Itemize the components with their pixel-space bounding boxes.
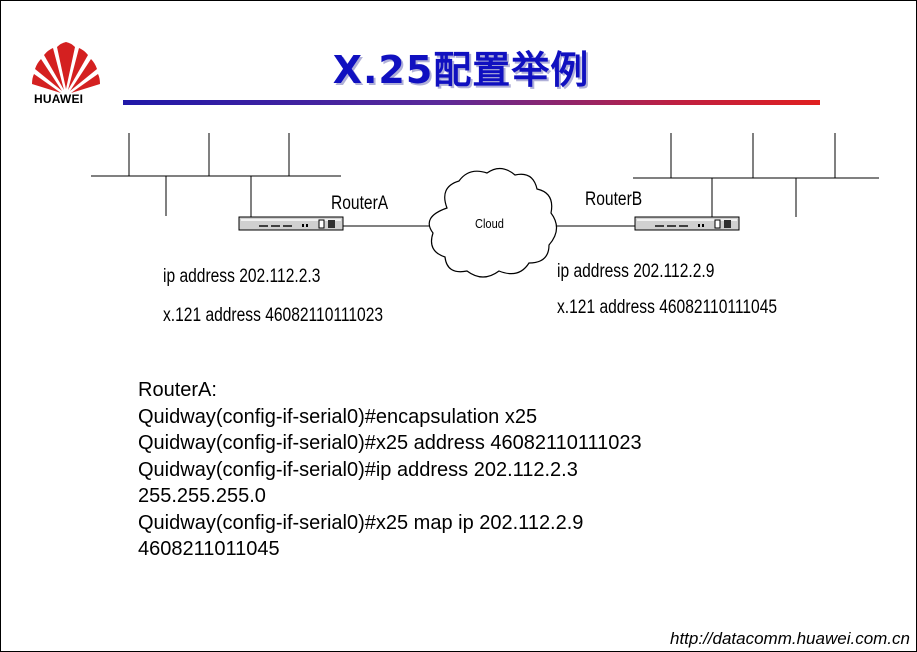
cloud-icon: [428, 167, 558, 278]
page-title: X.25配置举例: [332, 48, 590, 92]
config-block: RouterA: Quidway(config-if-serial0)#enca…: [138, 377, 642, 563]
footer-url: http://datacomm.huawei.com.cn: [669, 629, 910, 648]
title-underline: [123, 100, 820, 105]
config-line: 4608211011045: [138, 538, 280, 560]
router-b-ip: ip address 202.112.2.9: [557, 261, 715, 282]
logo-text: HUAWEI: [34, 92, 84, 106]
router-a-ip: ip address 202.112.2.3: [163, 266, 321, 287]
router-a-icon: [238, 216, 344, 231]
config-heading: RouterA:: [138, 379, 217, 401]
router-b-x121: x.121 address 46082110111045: [557, 297, 778, 318]
router-b-icon: [634, 216, 740, 231]
config-line: Quidway(config-if-serial0)#encapsulation…: [138, 405, 538, 428]
config-line: Quidway(config-if-serial0)#ip address 20…: [138, 458, 578, 481]
config-line: Quidway(config-if-serial0)#x25 address 4…: [138, 432, 642, 454]
router-a-x121: x.121 address 46082110111023: [163, 305, 384, 326]
config-line: Quidway(config-if-serial0)#x25 map ip 20…: [138, 511, 584, 534]
config-line: 255.255.255.0: [138, 485, 266, 507]
router-b-label: RouterB: [585, 189, 643, 210]
router-a-label: RouterA: [331, 193, 389, 214]
cloud-label: Cloud: [475, 216, 504, 231]
huawei-logo-icon: [32, 42, 100, 93]
